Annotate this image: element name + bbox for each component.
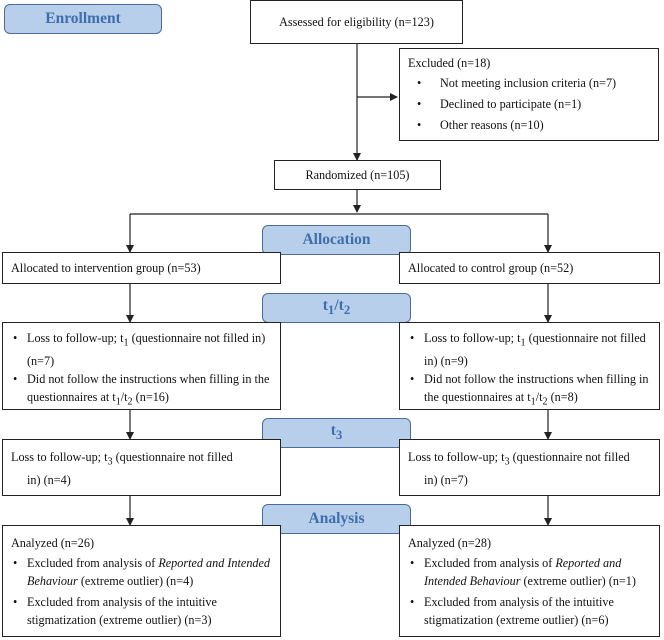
stage-enrollment-label: Enrollment bbox=[45, 10, 121, 27]
right-t12-instructions-item: Did not follow the instructions when fil… bbox=[408, 370, 651, 411]
stage-allocation-label: Allocation bbox=[302, 231, 371, 248]
right-t12-loss-item: Loss to follow-up; t1 (questionnaire not… bbox=[408, 329, 651, 370]
left-t3-text-line2: in) (n=4) bbox=[27, 473, 71, 488]
excluded-list: Not meeting inclusion criteria (n=7) Dec… bbox=[408, 74, 650, 134]
stage-analysis: Analysis bbox=[262, 504, 411, 534]
assessed-text: Assessed for eligibility (n=123) bbox=[279, 15, 434, 29]
stage-t3: t3 bbox=[262, 418, 411, 448]
right-t3-text-line2: in) (n=7) bbox=[424, 473, 468, 488]
right-analysis-title: Analyzed (n=28) bbox=[408, 536, 492, 550]
left-t12-loss-item: Loss to follow-up; t1 (questionnaire not… bbox=[11, 329, 272, 370]
left-analysis-stigmatization-item: Excluded from analysis of the intuitive … bbox=[11, 593, 272, 629]
control-text: Allocated to control group (n=52) bbox=[408, 261, 574, 275]
right-t3-text: Loss to follow-up; t3 (questionnaire not… bbox=[408, 450, 630, 468]
excluded-item: Other reasons (n=10) bbox=[408, 116, 650, 134]
right-analysis-box: Analyzed (n=28) Excluded from analysis o… bbox=[399, 525, 660, 637]
stage-allocation: Allocation bbox=[262, 225, 411, 255]
excluded-title: Excluded (n=18) bbox=[408, 56, 491, 70]
left-t3-text: Loss to follow-up; t3 (questionnaire not… bbox=[11, 450, 233, 468]
control-box: Allocated to control group (n=52) bbox=[399, 252, 660, 284]
right-analysis-stigmatization-item: Excluded from analysis of the intuitive … bbox=[408, 593, 651, 629]
randomized-box: Randomized (n=105) bbox=[274, 160, 441, 190]
left-t3-box: Loss to follow-up; t3 (questionnaire not… bbox=[2, 439, 281, 496]
intervention-text: Allocated to intervention group (n=53) bbox=[11, 261, 201, 275]
excluded-box: Excluded (n=18) Not meeting inclusion cr… bbox=[399, 48, 659, 141]
right-t12-box: Loss to follow-up; t1 (questionnaire not… bbox=[399, 322, 660, 410]
left-analysis-title: Analyzed (n=26) bbox=[11, 536, 95, 550]
stage-analysis-label: Analysis bbox=[308, 510, 365, 527]
left-t12-box: Loss to follow-up; t1 (questionnaire not… bbox=[2, 322, 281, 410]
left-analysis-box: Analyzed (n=26) Excluded from analysis o… bbox=[2, 525, 281, 637]
randomized-text: Randomized (n=105) bbox=[305, 168, 410, 182]
right-analysis-behaviour-item: Excluded from analysis of Reported and I… bbox=[408, 554, 651, 590]
intervention-box: Allocated to intervention group (n=53) bbox=[2, 252, 281, 284]
excluded-item: Not meeting inclusion criteria (n=7) bbox=[408, 74, 650, 92]
assessed-box: Assessed for eligibility (n=123) bbox=[250, 0, 463, 44]
right-t3-box: Loss to follow-up; t3 (questionnaire not… bbox=[399, 439, 660, 496]
stage-t1-t2: t1/t2 bbox=[262, 293, 411, 323]
left-t12-instructions-item: Did not follow the instructions when fil… bbox=[11, 370, 272, 411]
excluded-item: Declined to participate (n=1) bbox=[408, 95, 650, 113]
left-analysis-behaviour-item: Excluded from analysis of Reported and I… bbox=[11, 554, 272, 590]
stage-enrollment: Enrollment bbox=[4, 4, 162, 34]
stage-t3-label: t3 bbox=[330, 422, 343, 443]
stage-t1-t2-label: t1/t2 bbox=[322, 297, 351, 318]
